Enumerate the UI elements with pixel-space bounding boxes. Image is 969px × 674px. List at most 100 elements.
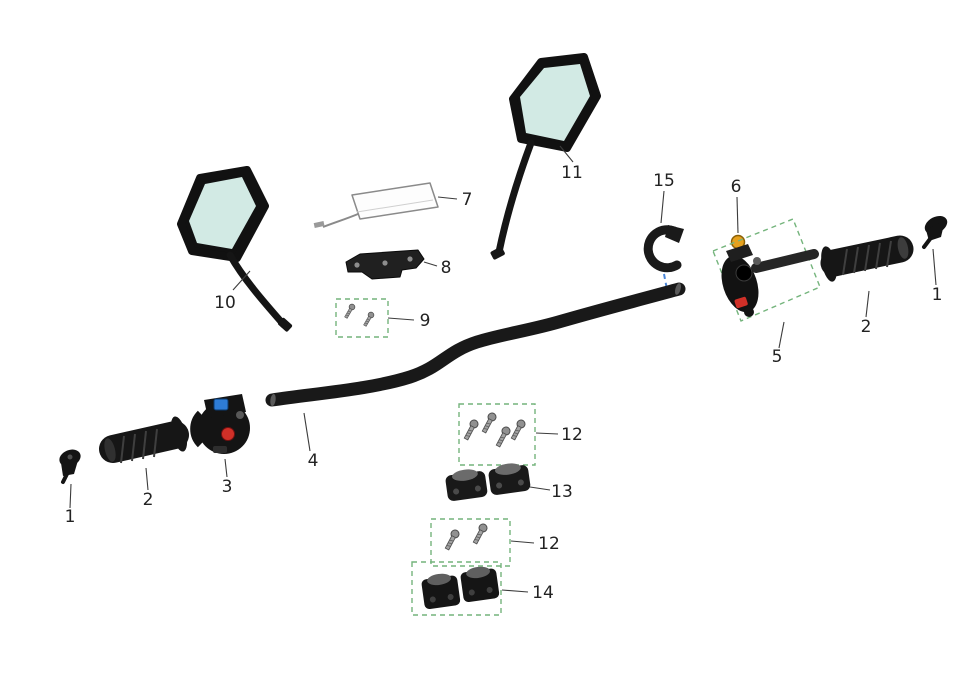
callout-9: 9 xyxy=(420,311,431,331)
leader-line-14 xyxy=(501,589,529,593)
module-seam xyxy=(356,199,434,213)
guide-clamp-hook xyxy=(643,225,682,273)
grip-rib xyxy=(853,246,859,274)
leader-line-10 xyxy=(232,270,251,291)
switch-red-button xyxy=(221,427,235,441)
screw-part xyxy=(362,310,376,328)
grip-rib xyxy=(142,430,147,460)
callout-1-right: 1 xyxy=(932,285,943,305)
switch-screw xyxy=(236,411,244,419)
bolt-part xyxy=(479,411,498,435)
throttle-tube xyxy=(751,249,819,273)
mirror-right-stem xyxy=(495,139,535,256)
part-14-riser-clamp-pair xyxy=(411,561,502,616)
callout-8: 8 xyxy=(441,258,452,278)
callout-3: 3 xyxy=(222,477,233,497)
grip-rib xyxy=(153,428,158,458)
switch-lower-detail xyxy=(213,446,227,453)
throttle-lower-knob xyxy=(744,307,754,317)
callout-7: 7 xyxy=(462,190,473,210)
screw-part xyxy=(343,302,357,320)
bar-end-stem xyxy=(922,237,932,249)
bar-end-stem xyxy=(61,472,69,484)
bolt-part xyxy=(508,418,527,442)
kit-box-12-upper xyxy=(458,403,536,466)
handlebar xyxy=(265,282,686,407)
grip-right-flange xyxy=(821,246,837,282)
grip-rib xyxy=(131,433,136,462)
handlebar-open-end xyxy=(270,394,276,406)
leader-line-2-right xyxy=(865,290,870,318)
bar-end-screw xyxy=(67,454,73,460)
leader-lines xyxy=(69,145,937,593)
leader-line-1-left xyxy=(69,483,72,509)
mirror-left-stem xyxy=(226,251,288,329)
bracket-hole xyxy=(354,262,360,268)
callout-11: 11 xyxy=(561,163,583,183)
leader-line-4 xyxy=(303,412,311,452)
mirror-right-glass xyxy=(520,64,590,141)
leader-line-15 xyxy=(660,190,665,224)
switch-blue-button xyxy=(213,398,229,411)
module-plug xyxy=(313,221,325,228)
callout-labels: 1 2 3 4 5 6 7 8 9 10 11 12 13 12 14 15 2… xyxy=(65,163,943,603)
grip-left-flange xyxy=(170,416,188,452)
part-12-bolt-kit-upper xyxy=(458,403,536,466)
bar-end-skirt xyxy=(61,457,79,476)
bolt-part xyxy=(442,528,461,552)
clamp-part xyxy=(487,460,532,496)
grip-rib xyxy=(120,435,125,464)
callout-5: 5 xyxy=(772,347,783,367)
leader-line-11 xyxy=(559,145,574,163)
handlebar-tube xyxy=(265,282,686,407)
grip-rib xyxy=(842,248,848,276)
part-8-bracket xyxy=(345,249,425,280)
part-7-module xyxy=(313,182,439,228)
kit-box-12-lower xyxy=(430,518,511,567)
part-9-screw-kit xyxy=(335,298,389,338)
bar-end-right xyxy=(922,215,948,249)
riser-clamp-part xyxy=(421,573,461,609)
riser-clamp-part xyxy=(460,566,500,602)
bar-end-left xyxy=(59,449,81,484)
leader-line-6 xyxy=(736,196,739,234)
callout-12-upper: 12 xyxy=(561,425,583,445)
callout-12-lower: 12 xyxy=(538,534,560,554)
clamp-part xyxy=(444,466,489,502)
mirror-left-glass xyxy=(189,177,256,249)
grip-rib xyxy=(875,242,881,270)
module-body xyxy=(351,182,439,220)
throttle-knuckle xyxy=(735,264,753,282)
throttle-lever xyxy=(726,244,753,262)
callout-2-right: 2 xyxy=(861,317,872,337)
grip-left xyxy=(99,416,189,464)
leader-line-2-left xyxy=(145,467,149,491)
leader-line-3 xyxy=(224,458,228,478)
module-wire xyxy=(322,213,359,228)
grip-right xyxy=(820,235,914,282)
leader-line-5 xyxy=(778,321,785,349)
callout-1-left: 1 xyxy=(65,507,76,527)
leader-line-9 xyxy=(387,317,415,321)
grip-left-endcap xyxy=(104,438,116,462)
throttle-screw xyxy=(753,257,761,265)
bracket-hole xyxy=(407,256,413,262)
throttle-red-button xyxy=(734,296,748,309)
part-13-clamp-pair xyxy=(444,460,532,502)
bolt-part xyxy=(461,418,480,442)
callout-13: 13 xyxy=(551,482,573,502)
bolt-part xyxy=(470,522,489,546)
grip-right-endcap xyxy=(897,237,909,259)
guide-clamp-tab xyxy=(665,225,684,243)
grip-rib xyxy=(864,244,870,272)
mirror-right-mount xyxy=(490,246,505,260)
bolt-part xyxy=(493,425,512,449)
callout-6: 6 xyxy=(731,177,742,197)
leader-line-13 xyxy=(529,486,551,491)
grip-rib xyxy=(886,240,892,268)
part-5-throttle-assembly xyxy=(712,218,821,322)
kit-box-9 xyxy=(335,298,389,338)
leader-line-8 xyxy=(423,261,438,267)
